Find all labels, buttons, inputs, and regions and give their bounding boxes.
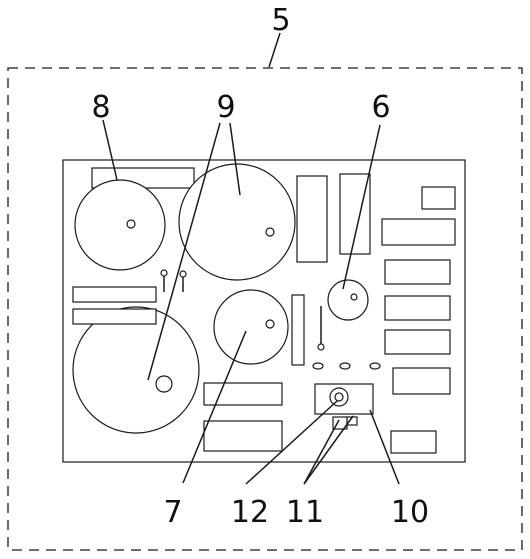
callout-label-6: 6	[371, 90, 390, 125]
component-block	[384, 259, 451, 285]
leader-line-8	[102, 119, 118, 181]
leader-line-7	[182, 330, 247, 484]
component-block	[381, 218, 456, 246]
component-block	[291, 294, 305, 366]
callout-label-9: 9	[216, 90, 235, 125]
leader-line-6	[342, 124, 381, 290]
capacitor-9-upper-terminal	[265, 227, 275, 237]
component-block	[296, 175, 328, 263]
callout-label-10: 10	[391, 495, 429, 530]
leader-line-10	[369, 409, 400, 485]
capacitor-6-terminal	[350, 293, 358, 301]
component-pad	[339, 362, 351, 370]
leader-line-9-lower	[147, 122, 221, 381]
leader-line-5	[268, 32, 281, 68]
leader-line-9-upper	[229, 122, 241, 196]
enclosure-dashed-outline	[7, 67, 523, 551]
component-block	[421, 186, 456, 210]
component-block	[203, 382, 283, 406]
component-pad	[312, 362, 324, 370]
capacitor-8-terminal	[126, 219, 136, 229]
capacitor-9-lower-terminal	[155, 375, 173, 393]
component-block	[384, 329, 451, 355]
pin	[317, 343, 325, 351]
capacitor-9-upper	[178, 163, 296, 281]
capacitor-7-terminal	[265, 319, 275, 329]
component-block	[203, 420, 283, 452]
callout-label-11: 11	[286, 495, 324, 530]
pin	[160, 269, 168, 277]
component-block	[72, 286, 157, 303]
callout-label-8: 8	[91, 90, 110, 125]
component-block	[390, 430, 437, 454]
knob-12-inner	[334, 392, 344, 402]
component-pad	[369, 362, 381, 370]
leader-line-12	[245, 400, 338, 485]
callout-label-5: 5	[271, 3, 290, 38]
capacitor-7	[213, 289, 289, 365]
capacitor-6	[327, 279, 369, 321]
component-block	[384, 295, 451, 321]
callout-label-7: 7	[163, 495, 182, 530]
leader-line-11b	[303, 415, 354, 485]
capacitor-8	[74, 179, 166, 271]
component-block	[339, 173, 371, 255]
component-block	[392, 367, 451, 395]
capacitor-9-lower	[72, 306, 200, 434]
component-block	[72, 308, 157, 325]
pin	[179, 270, 187, 278]
callout-label-12: 12	[231, 495, 269, 530]
leader-line-11a	[303, 419, 340, 485]
